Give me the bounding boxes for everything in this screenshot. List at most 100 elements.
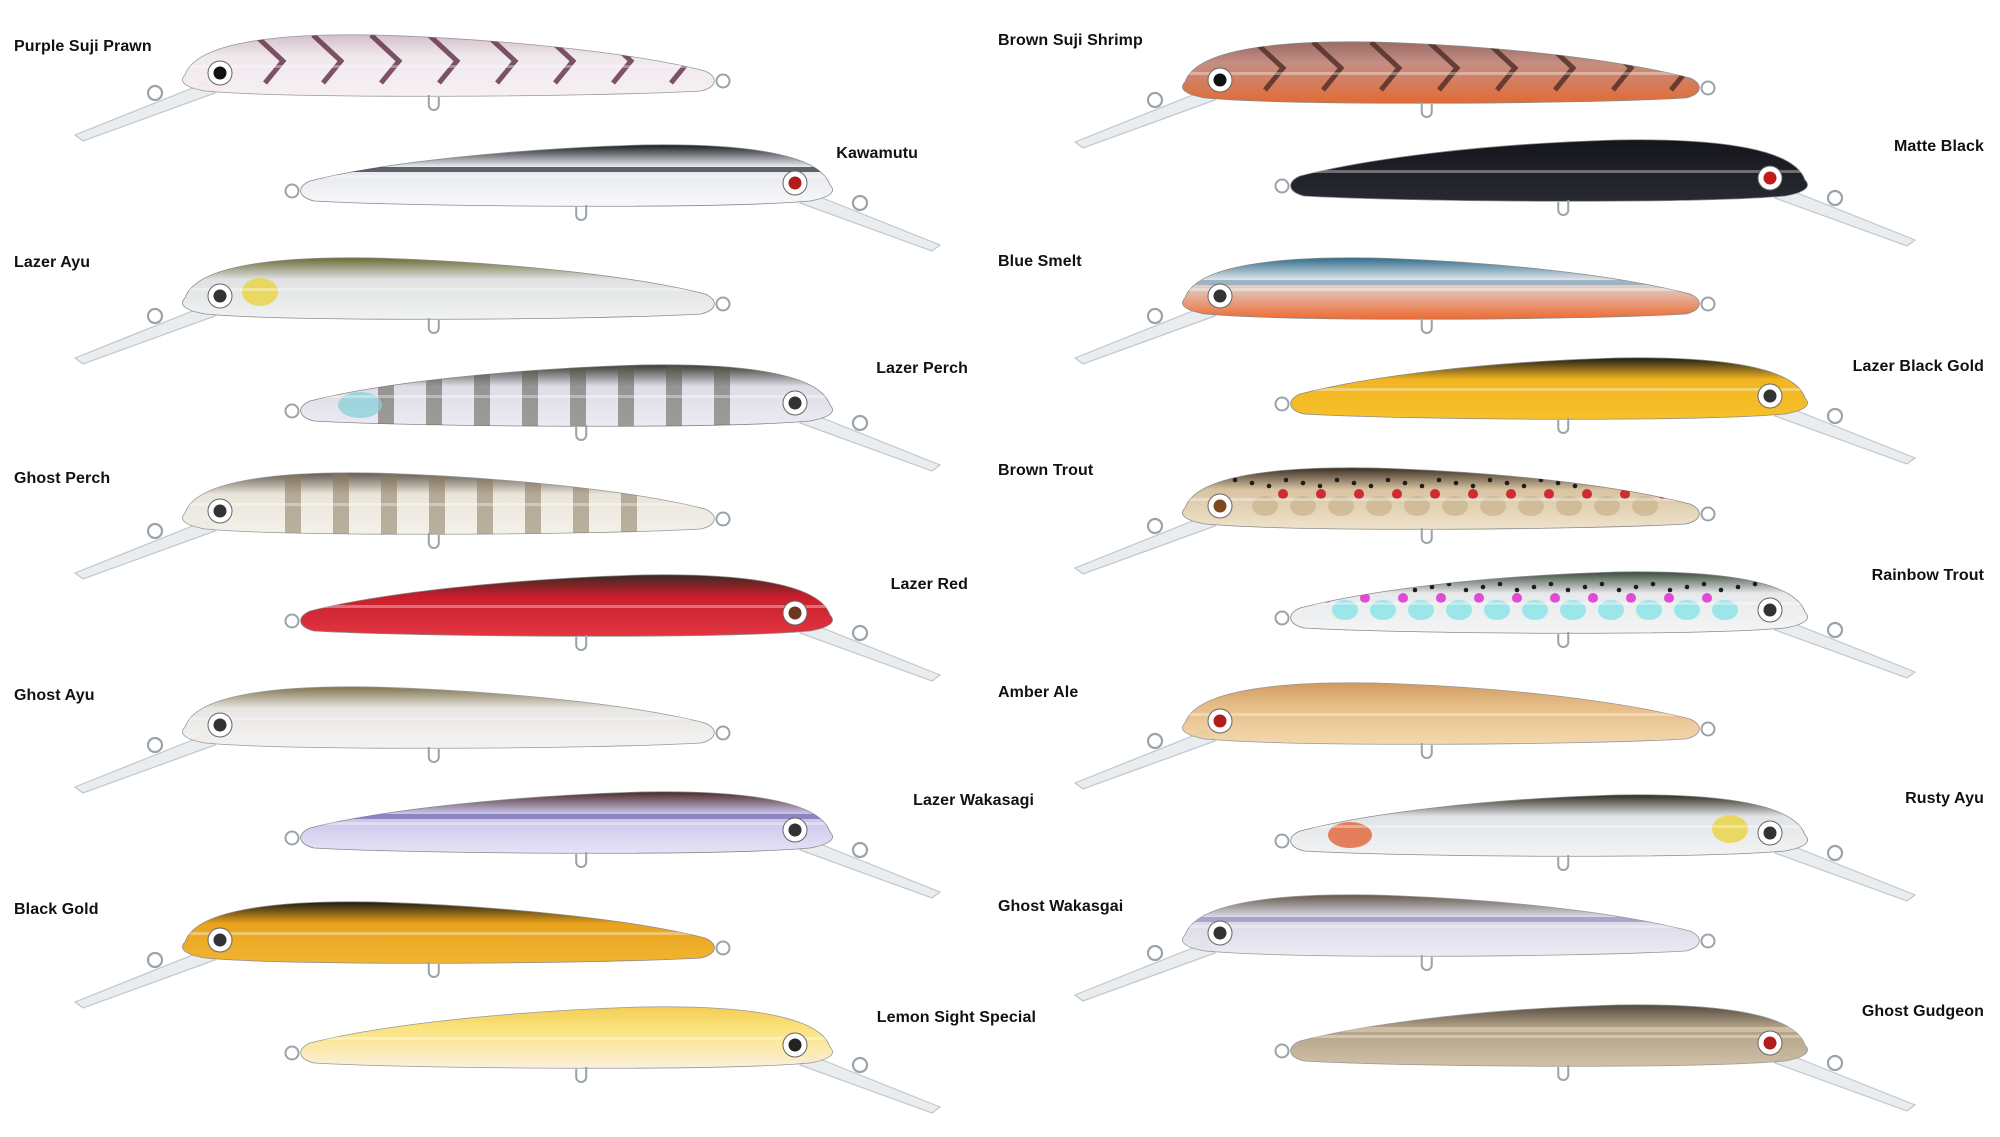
lure-label-ghost-ayu: Ghost Ayu: [14, 687, 95, 704]
body-pattern: [300, 814, 833, 825]
tail-ring: [1700, 721, 1716, 737]
lure-ghost-ayu: [73, 686, 731, 794]
tail-ring: [715, 73, 731, 89]
lure-body: [300, 574, 833, 637]
line-tie-ring: [1146, 517, 1164, 535]
lure-body: [1182, 257, 1700, 320]
body-pattern: [1182, 713, 1700, 716]
eye-pupil: [213, 933, 227, 947]
body-pattern: [182, 278, 715, 306]
lure-label-ghost-perch: Ghost Perch: [14, 470, 111, 487]
tail-ring: [715, 296, 731, 312]
lure-brown-suji-shrimp: [1073, 41, 1716, 149]
tail-ring: [715, 725, 731, 741]
tail-ring: [1274, 396, 1290, 412]
eye-pupil: [213, 289, 227, 303]
line-tie-ring: [1826, 844, 1844, 862]
lure-body: [182, 34, 715, 97]
belly-hanger: [1557, 1065, 1570, 1081]
belly-hanger: [427, 747, 440, 763]
lure-body: [1290, 139, 1808, 202]
belly-hanger: [1557, 632, 1570, 648]
belly-hanger: [1420, 528, 1433, 544]
lure-label-brown-trout: Brown Trout: [998, 462, 1094, 479]
lure-body: [182, 901, 715, 964]
tail-ring: [1700, 933, 1716, 949]
lure-purple-suji-prawn: [73, 34, 731, 142]
tail-ring: [284, 830, 300, 846]
line-tie-ring: [146, 736, 164, 754]
lure-body: [182, 686, 715, 749]
body-pattern: [182, 932, 715, 935]
belly-hanger: [1420, 102, 1433, 118]
lure-kawamutu: [284, 144, 942, 252]
tail-ring: [715, 511, 731, 527]
lure-body: [300, 791, 833, 854]
line-tie-ring: [1146, 944, 1164, 962]
line-tie-ring: [1826, 407, 1844, 425]
lure-ghost-perch: [73, 472, 731, 580]
lure-label-purple-suji-prawn: Purple Suji Prawn: [14, 38, 152, 55]
lure-body: [1290, 794, 1808, 857]
belly-hanger: [427, 962, 440, 978]
belly-hanger: [1420, 743, 1433, 759]
lure-label-brown-suji-shrimp: Brown Suji Shrimp: [998, 32, 1143, 49]
body-pattern: [1182, 917, 1700, 928]
lure-label-ghost-wakasgai: Ghost Wakasgai: [998, 898, 1124, 915]
lure-lazer-perch: [284, 364, 942, 472]
belly-hanger: [575, 425, 588, 441]
lure-label-rainbow-trout: Rainbow Trout: [1871, 567, 1984, 584]
belly-hanger: [1557, 200, 1570, 216]
eye-pupil: [788, 1038, 802, 1052]
tail-ring: [715, 940, 731, 956]
lure-label-lemon-sight-special: Lemon Sight Special: [876, 1009, 1036, 1026]
lure-rainbow-trout: [1274, 571, 1917, 679]
eye-pupil: [213, 66, 227, 80]
line-tie-ring: [851, 624, 869, 642]
eye-pupil: [1213, 714, 1227, 728]
body-pattern: [1290, 1027, 1808, 1038]
lure-blue-smelt: [1073, 257, 1716, 365]
lure-body: [1290, 1004, 1808, 1067]
lure-ghost-wakasgai: [1073, 894, 1716, 1002]
line-tie-ring: [1826, 621, 1844, 639]
lure-body: [1290, 357, 1808, 420]
eye-pupil: [1763, 603, 1777, 617]
eye-pupil: [1213, 289, 1227, 303]
belly-hanger: [1420, 318, 1433, 334]
line-tie-ring: [1146, 91, 1164, 109]
eye-pupil: [1763, 171, 1777, 185]
line-tie-ring: [146, 522, 164, 540]
belly-hanger: [575, 635, 588, 651]
eye-pupil: [1213, 926, 1227, 940]
lure-body: [300, 144, 833, 207]
body-pattern: [300, 167, 833, 178]
lure-rusty-ayu: [1274, 794, 1917, 902]
line-tie-ring: [146, 307, 164, 325]
body-pattern: [1290, 170, 1808, 173]
belly-hanger: [1557, 855, 1570, 871]
body-pattern: [182, 717, 715, 720]
lure-label-lazer-perch: Lazer Perch: [876, 360, 968, 377]
eye-pupil: [788, 176, 802, 190]
eye-pupil: [213, 504, 227, 518]
lure-label-rusty-ayu: Rusty Ayu: [1905, 790, 1984, 807]
body-pattern: [1182, 477, 1700, 516]
lure-lazer-ayu: [73, 257, 731, 365]
lure-lazer-black-gold: [1274, 357, 1917, 465]
eye-pupil: [1213, 73, 1227, 87]
line-tie-ring: [851, 1056, 869, 1074]
eye-pupil: [788, 396, 802, 410]
belly-hanger: [427, 318, 440, 334]
belly-hanger: [575, 852, 588, 868]
body-pattern: [1290, 815, 1808, 848]
eye-pupil: [213, 718, 227, 732]
eye-pupil: [1763, 826, 1777, 840]
tail-ring: [1274, 178, 1290, 194]
body-pattern: [182, 473, 715, 535]
lure-body: [1182, 41, 1700, 104]
lure-body: [1182, 682, 1700, 745]
diving-lip: [798, 1054, 942, 1114]
body-pattern: [1182, 280, 1700, 291]
